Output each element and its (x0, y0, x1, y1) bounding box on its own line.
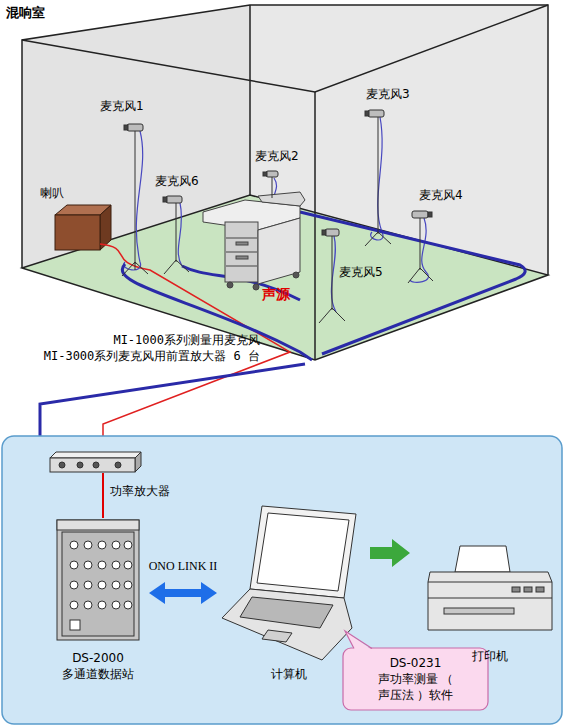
source-label: 声源 (262, 286, 290, 303)
output-arrow (370, 539, 410, 567)
node-text: DS-0231 声功率测量 （ 声压法 ）软件 (366, 655, 466, 704)
callout-bubble (343, 631, 488, 710)
copier (203, 192, 305, 290)
node-text: 计算机 (249, 666, 329, 682)
amplifier-unit (50, 452, 141, 472)
mic-label: 麦克风1 (100, 99, 144, 113)
amp-cable (102, 473, 104, 518)
printer: 打印机 (428, 545, 552, 632)
microphones (122, 110, 433, 323)
mic-label: 麦克风4 (419, 188, 463, 202)
equipment-note: MI-1000系列测量用麦克风 (113, 333, 260, 347)
node-text: 功率放大器 (110, 483, 170, 499)
speaker (55, 205, 111, 250)
power-amplifier: 功率放大器 (50, 455, 135, 473)
equipment-note: MI-3000系列麦克风用前置放大器 6 台 (44, 349, 260, 363)
mic-label: 麦克风6 (155, 174, 199, 188)
speaker-label: 喇叭 (40, 186, 64, 200)
link-label: ONO LINK II (149, 559, 218, 573)
control-panel (2, 436, 562, 724)
data-station-unit (57, 520, 139, 640)
mic-label: 麦克风3 (366, 87, 410, 101)
laptop (222, 506, 356, 660)
printer-unit (428, 546, 552, 630)
mic-wires (124, 117, 429, 312)
link-arrow (149, 582, 217, 604)
computer: 计算机 (222, 505, 356, 662)
data-station: DS-2000 多通道数据站 (57, 518, 139, 640)
room-title: 混响室 (6, 5, 45, 21)
mic-label: 麦克风5 (339, 265, 383, 279)
node-text: DS-2000 多通道数据站 (38, 650, 158, 682)
mic-label: 麦克风2 (255, 149, 299, 163)
node-text: 打印机 (450, 648, 530, 664)
room (22, 5, 548, 360)
software-callout: DS-0231 声功率测量 （ 声压法 ）软件 (343, 648, 488, 710)
